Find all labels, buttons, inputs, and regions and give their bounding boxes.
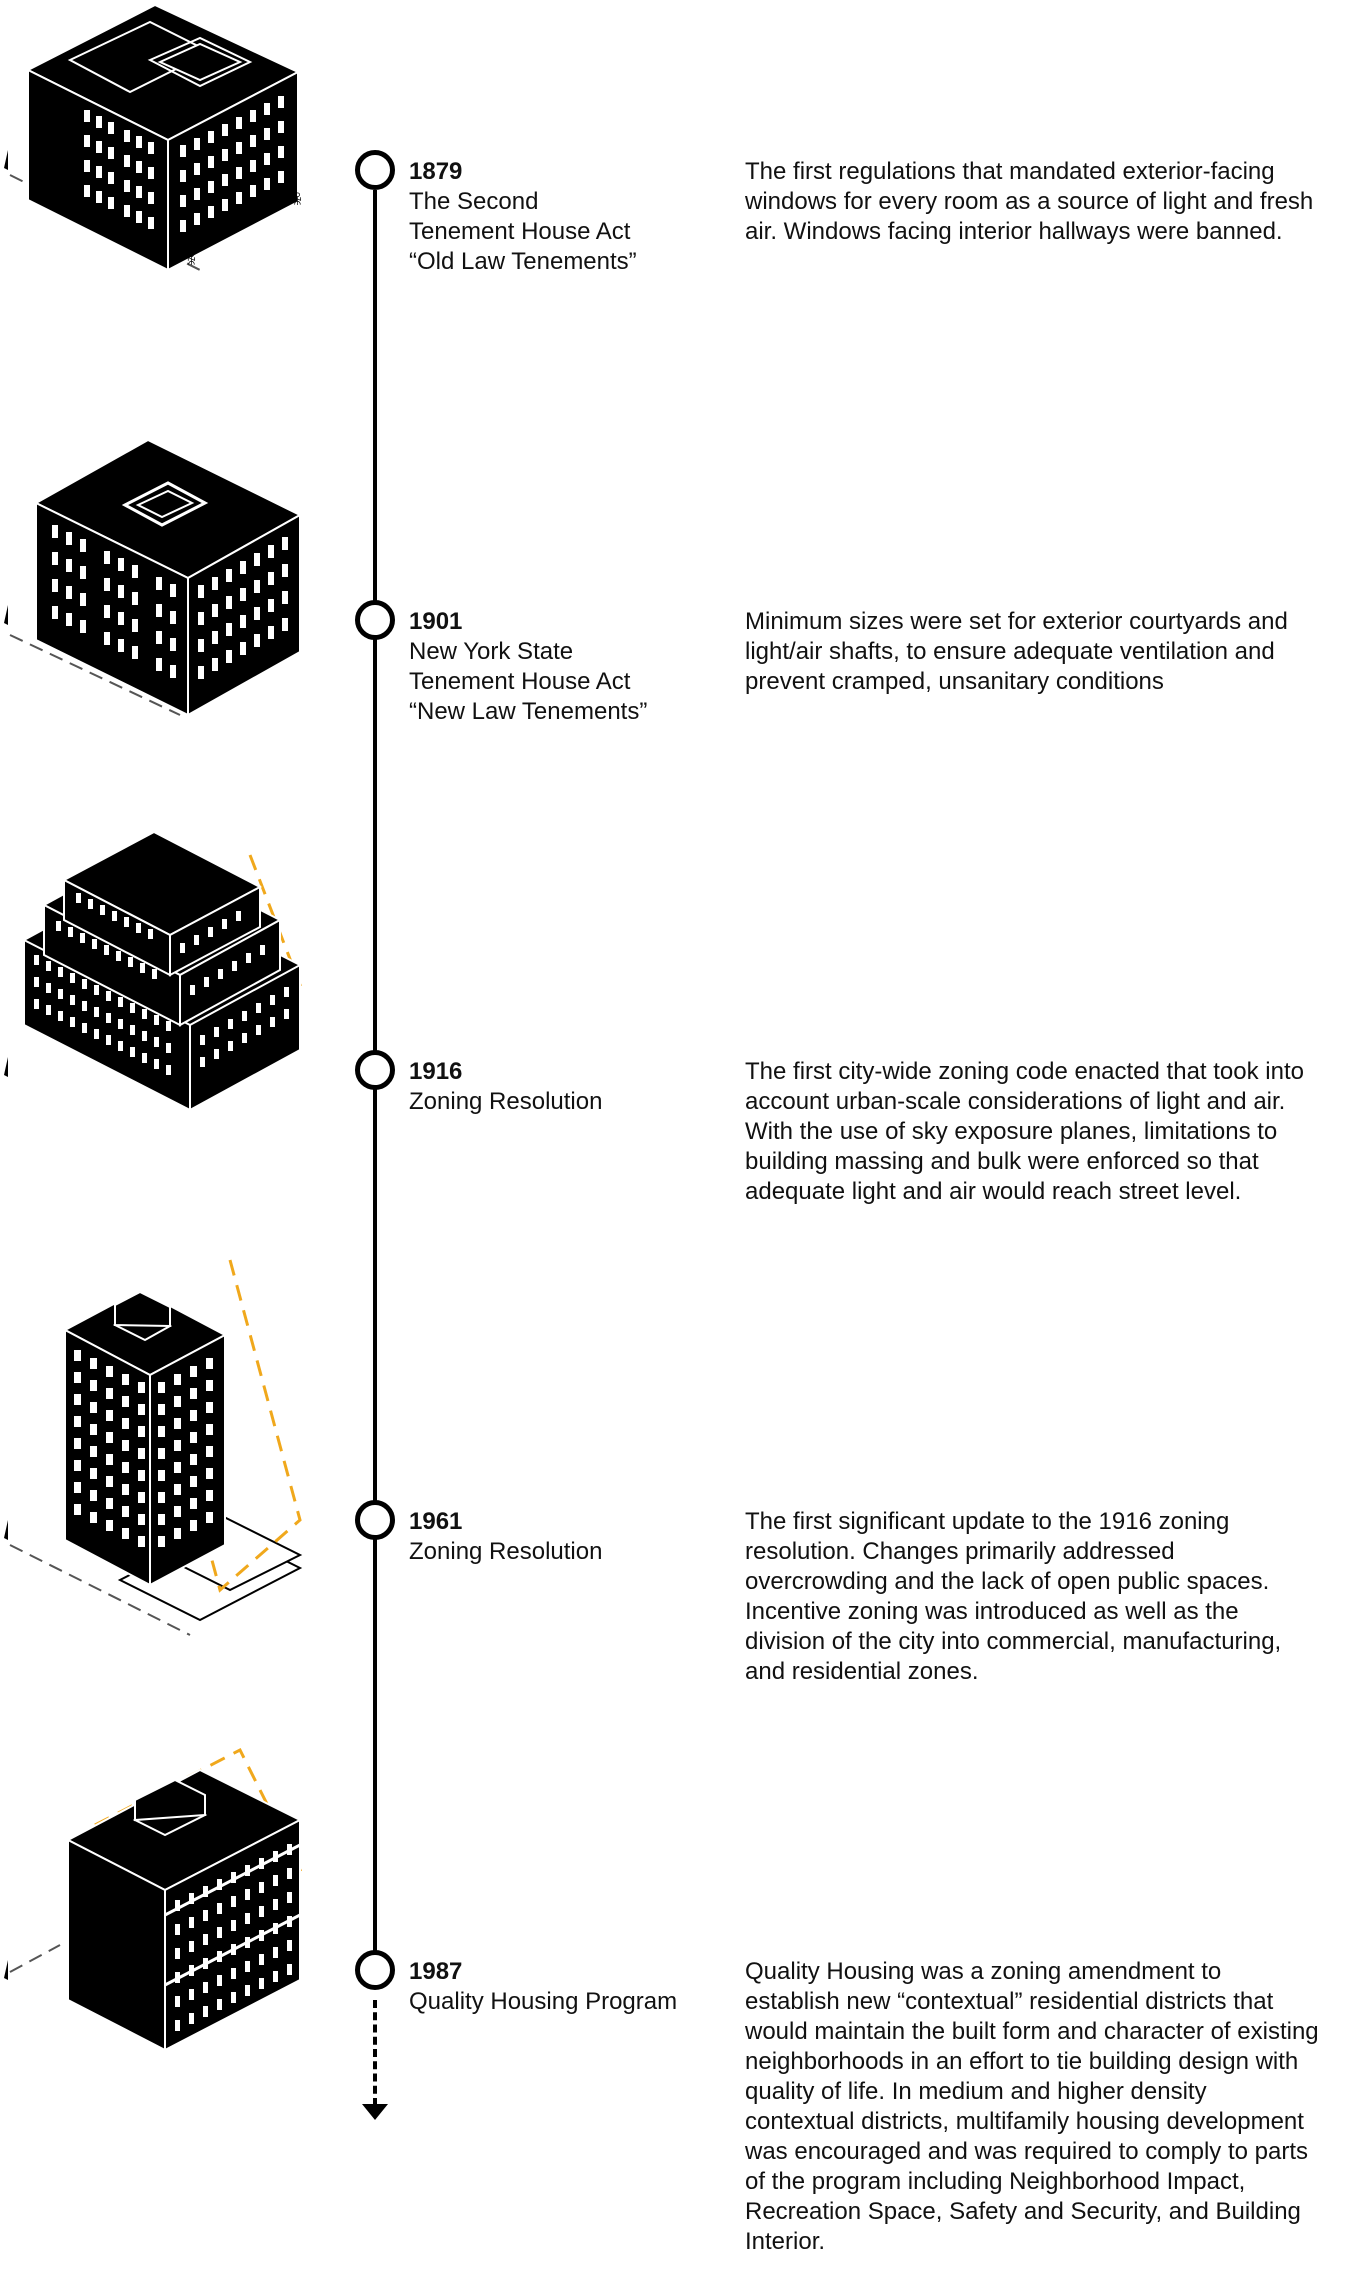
entry-title-line: Quality Housing Program — [409, 1988, 678, 2015]
entry-description-1879: The first regulations that mandated exte… — [745, 157, 1345, 247]
description-line: division of the city into commercial, ma… — [745, 1628, 1282, 1655]
description-line: Quality Housing was a zoning amendment t… — [745, 1958, 1222, 1985]
building-1879-icon: ꆜ ꆜ — [4, 3, 303, 272]
entry-title-1879: 1879 The Second Tenement House Act “Old … — [409, 157, 709, 277]
building-1901-icon — [4, 438, 303, 717]
timeline-node-1987 — [355, 1950, 395, 1990]
description-line: adequate light and air would reach stree… — [745, 1178, 1242, 1205]
description-line: of the program including Neighborhood Im… — [745, 2168, 1246, 2195]
description-line: was encouraged and was required to compl… — [745, 2138, 1308, 2165]
timeline-node-1916 — [355, 1050, 395, 1090]
description-line: account urban-scale considerations of li… — [745, 1088, 1286, 1115]
entry-title-line: Tenement House Act — [409, 668, 631, 695]
entry-description-1916: The first city-wide zoning code enacted … — [745, 1057, 1345, 1207]
entry-year: 1961 — [409, 1508, 463, 1535]
entry-description-1901: Minimum sizes were set for exterior cour… — [745, 607, 1345, 697]
entry-description-1961: The first significant update to the 1916… — [745, 1507, 1345, 1687]
description-line: resolution. Changes primarily addressed — [745, 1538, 1175, 1565]
description-line: overcrowding and the lack of open public… — [745, 1568, 1270, 1595]
timeline-node-1879 — [355, 150, 395, 190]
entry-title-line: Tenement House Act — [409, 218, 631, 245]
description-line: air. Windows facing interior hallways we… — [745, 218, 1283, 245]
description-line: and residential zones. — [745, 1658, 979, 1685]
description-line: windows for every room as a source of li… — [745, 188, 1314, 215]
timeline-arrow-icon — [362, 2104, 388, 2120]
building-1987-icon — [4, 1747, 303, 2052]
description-line: Interior. — [745, 2228, 826, 2255]
description-line: light/air shafts, to ensure adequate ven… — [745, 638, 1275, 665]
svg-text:ꆜ: ꆜ — [292, 192, 303, 209]
description-line: would maintain the built form and charac… — [745, 2018, 1319, 2045]
description-line: With the use of sky exposure planes, lim… — [745, 1118, 1278, 1145]
description-line: prevent cramped, unsanitary conditions — [745, 668, 1164, 695]
description-line: neighborhoods in an effort to tie buildi… — [745, 2048, 1299, 2075]
entry-title-1901: 1901 New York State Tenement House Act “… — [409, 607, 709, 727]
description-line: The first city-wide zoning code enacted … — [745, 1058, 1304, 1085]
building-1916-icon — [4, 830, 302, 1112]
entry-description-1987: Quality Housing was a zoning amendment t… — [745, 1957, 1345, 2257]
description-line: quality of life. In medium and higher de… — [745, 2078, 1207, 2105]
description-line: Minimum sizes were set for exterior cour… — [745, 608, 1288, 635]
svg-text:ꆜ: ꆜ — [186, 252, 197, 269]
description-line: The first regulations that mandated exte… — [745, 158, 1275, 185]
entry-year: 1901 — [409, 608, 463, 635]
windows-left — [84, 110, 154, 229]
entry-year: 1987 — [409, 1958, 463, 1985]
entry-title-1916: 1916 Zoning Resolution — [409, 1057, 709, 1117]
description-line: building massing and bulk were enforced … — [745, 1148, 1259, 1175]
entry-year: 1916 — [409, 1058, 463, 1085]
entry-title-line: Zoning Resolution — [409, 1088, 603, 1115]
entry-year: 1879 — [409, 158, 463, 185]
timeline-node-1961 — [355, 1500, 395, 1540]
description-line: establish new “contextual” residential d… — [745, 1988, 1274, 2015]
description-line: Recreation Space, Safety and Security, a… — [745, 2198, 1301, 2225]
building-1961-icon — [4, 1259, 303, 1636]
entry-title-1961: 1961 Zoning Resolution — [409, 1507, 709, 1567]
timeline-node-1901 — [355, 600, 395, 640]
entry-title-line: New York State — [409, 638, 574, 665]
windows-right — [180, 96, 284, 232]
description-line: Incentive zoning was introduced as well … — [745, 1598, 1239, 1625]
entry-title-line: The Second — [409, 188, 539, 215]
entry-title-line: “New Law Tenements” — [409, 698, 648, 725]
timeline-continuation-dashed — [373, 2000, 377, 2106]
description-line: The first significant update to the 1916… — [745, 1508, 1230, 1535]
entry-title-1987: 1987 Quality Housing Program — [409, 1957, 709, 2017]
entry-title-line: Zoning Resolution — [409, 1538, 603, 1565]
description-line: contextual districts, multifamily housin… — [745, 2108, 1304, 2135]
entry-title-line: “Old Law Tenements” — [409, 248, 637, 275]
